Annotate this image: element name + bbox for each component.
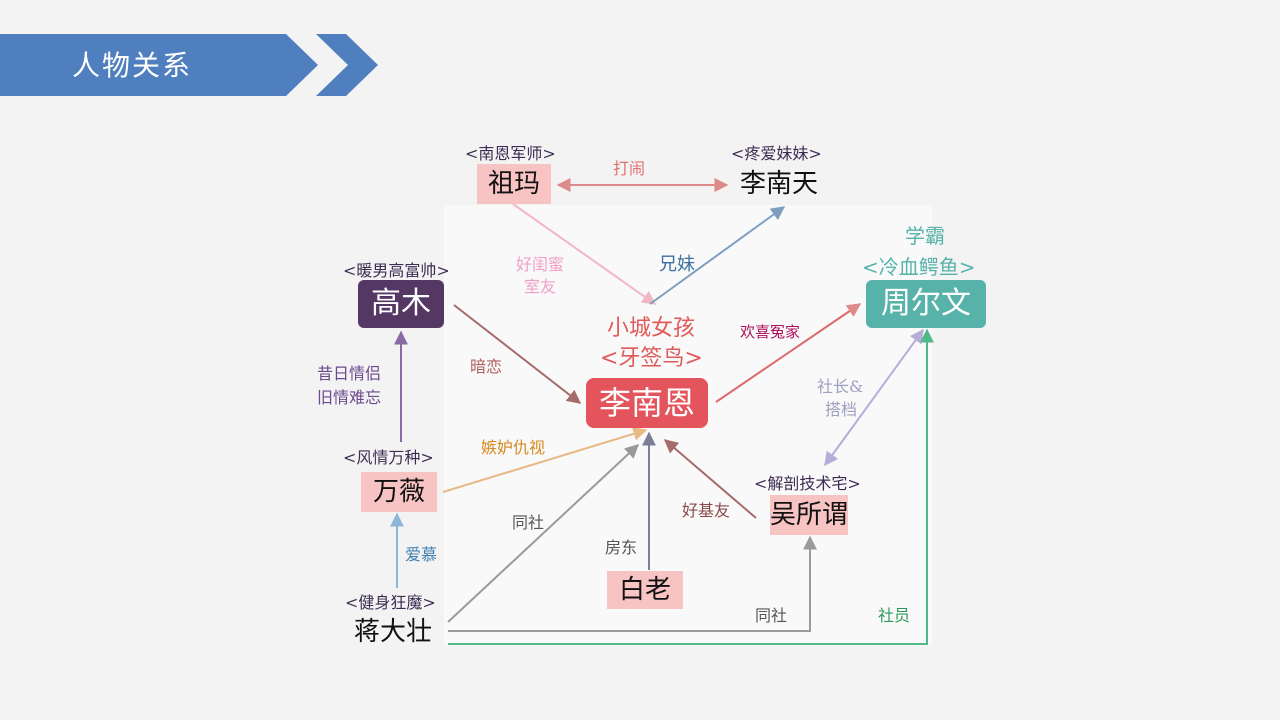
label-xiri-2: 旧情难忘: [317, 388, 382, 407]
edge-zhouerwen-wusuowei: [824, 328, 924, 467]
label-tongshe-1: 同社: [512, 513, 545, 532]
tag-linantian: <疼爱妹妹>: [731, 144, 822, 163]
label-shezhang-1: 社长&: [817, 377, 864, 396]
tag-wusuowei: <解剖技术宅>: [754, 474, 861, 493]
tag-jiangdazhuang: <健身狂魔>: [345, 593, 436, 612]
header-banner: [0, 34, 378, 96]
label-xiri-1: 昔日情侣: [317, 364, 382, 383]
label-xiongmei: 兄妹: [659, 254, 695, 275]
edge-jiang-wusuowei: [448, 535, 817, 632]
edge-jiang-zhouerwen: [448, 328, 934, 645]
label-jidu: 嫉妒仇视: [481, 438, 546, 457]
node-zhouerwen: 周尔文: [866, 280, 986, 328]
label-huanxi: 欢喜冤家: [740, 323, 801, 341]
node-zuma: 祖玛: [477, 164, 551, 204]
node-linantian: 李南天: [740, 169, 819, 199]
label-sheyuan: 社员: [878, 606, 911, 625]
edge-gaomu-linanen: [453, 304, 582, 404]
label-haojiyou: 好基友: [682, 501, 731, 520]
tag-wanwei: <风情万种>: [343, 448, 434, 467]
node-wusuowei: 吴所谓: [770, 495, 848, 535]
node-bailao: 白老: [607, 571, 683, 609]
edge-linanen-linantian: [649, 206, 786, 305]
edge-jiang-linanen: [447, 444, 640, 623]
tag-gaomu: <暖男高富帅>: [343, 261, 450, 280]
node-jiangdazhuang: 蒋大壮: [354, 617, 433, 647]
label-fangdong: 房东: [605, 538, 638, 557]
node-linanen: 李南恩: [586, 378, 708, 428]
label-danao: 打闹: [613, 159, 646, 178]
tag-zhouerwen-2: <冷血鳄鱼>: [862, 255, 976, 279]
slide-title: 人物关系: [72, 49, 193, 82]
label-shezhang-2: 搭档: [825, 400, 858, 419]
label-guimi-1: 好闺蜜: [516, 255, 565, 274]
edge-wanwei-linanen: [442, 426, 648, 493]
edge-wusuowei-linanen: [663, 439, 757, 519]
node-gaomu: 高木: [358, 280, 444, 328]
tag-zuma: <南恩军师>: [465, 144, 556, 163]
tag-zhouerwen-1: 学霸: [905, 224, 945, 248]
chevron-arrow-icon: [316, 34, 378, 96]
edge-zuma-linanen: [512, 203, 657, 305]
label-anlian: 暗恋: [470, 357, 503, 376]
label-guimi-2: 室友: [524, 277, 557, 296]
label-tongshe-2: 同社: [755, 606, 788, 625]
node-wanwei: 万薇: [361, 472, 437, 512]
edge-linanen-zhouerwen: [715, 303, 862, 403]
tag-linanen-2: <牙签鸟>: [600, 346, 703, 371]
tag-linanen-1: 小城女孩: [607, 316, 696, 341]
title-ribbon: [0, 34, 318, 96]
label-aimu: 爱慕: [405, 545, 438, 564]
